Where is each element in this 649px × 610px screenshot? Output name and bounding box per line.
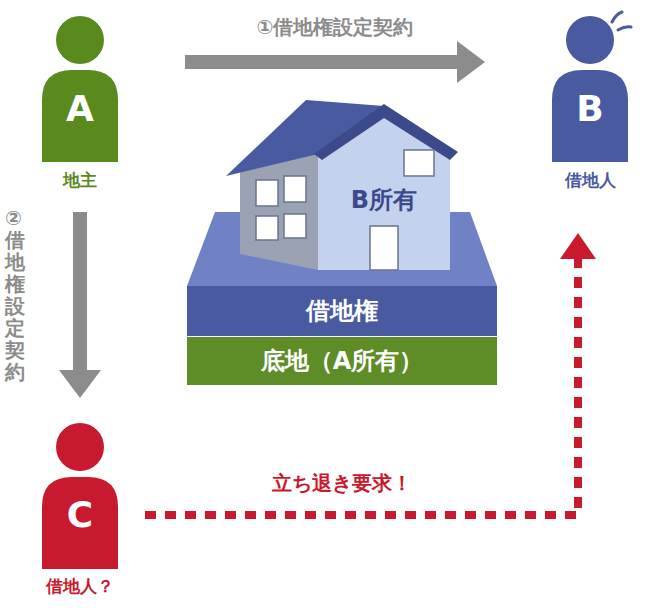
sweat-mark: [612, 12, 631, 30]
person-letter: A: [35, 88, 125, 129]
person-node: C 借地人？: [35, 418, 125, 605]
house-illustration: [222, 88, 462, 273]
person-head: [566, 16, 614, 64]
band-label: 借地権: [306, 295, 378, 327]
edge-label: ①借地権設定契約: [257, 14, 414, 41]
land-band: 借地権: [187, 286, 497, 336]
land-band: 底地（A所有）: [187, 337, 497, 385]
person-node: B 借地人: [545, 12, 635, 197]
arrow-head: [457, 41, 485, 83]
person-letter: B: [545, 88, 635, 129]
demand-dotted-line: [145, 257, 578, 515]
house-door: [370, 226, 398, 270]
edge-label: 立ち退き要求！: [272, 470, 412, 497]
contract-arrow-shaft: [185, 55, 459, 69]
role-label: 借地人: [545, 169, 635, 192]
connector: [145, 233, 596, 515]
connector: [185, 41, 485, 83]
arrow-head: [59, 370, 101, 398]
person-head: [56, 423, 104, 471]
role-label: 地主: [35, 169, 125, 192]
connector: [59, 212, 101, 398]
person-head: [56, 16, 104, 64]
role-label: 借地人？: [35, 575, 125, 598]
contract-arrow-shaft: [73, 212, 87, 372]
band-label: 底地（A所有）: [261, 345, 424, 377]
house-node: B所有: [222, 88, 462, 273]
person-node: A 地主: [35, 12, 125, 197]
arrow-head: [560, 233, 596, 259]
house-roof-edge: [314, 104, 458, 160]
owner-label: B所有: [318, 184, 450, 216]
house-roof: [226, 100, 384, 176]
person-letter: C: [35, 494, 125, 535]
edge-label: ②借地権設定契約: [5, 207, 25, 383]
